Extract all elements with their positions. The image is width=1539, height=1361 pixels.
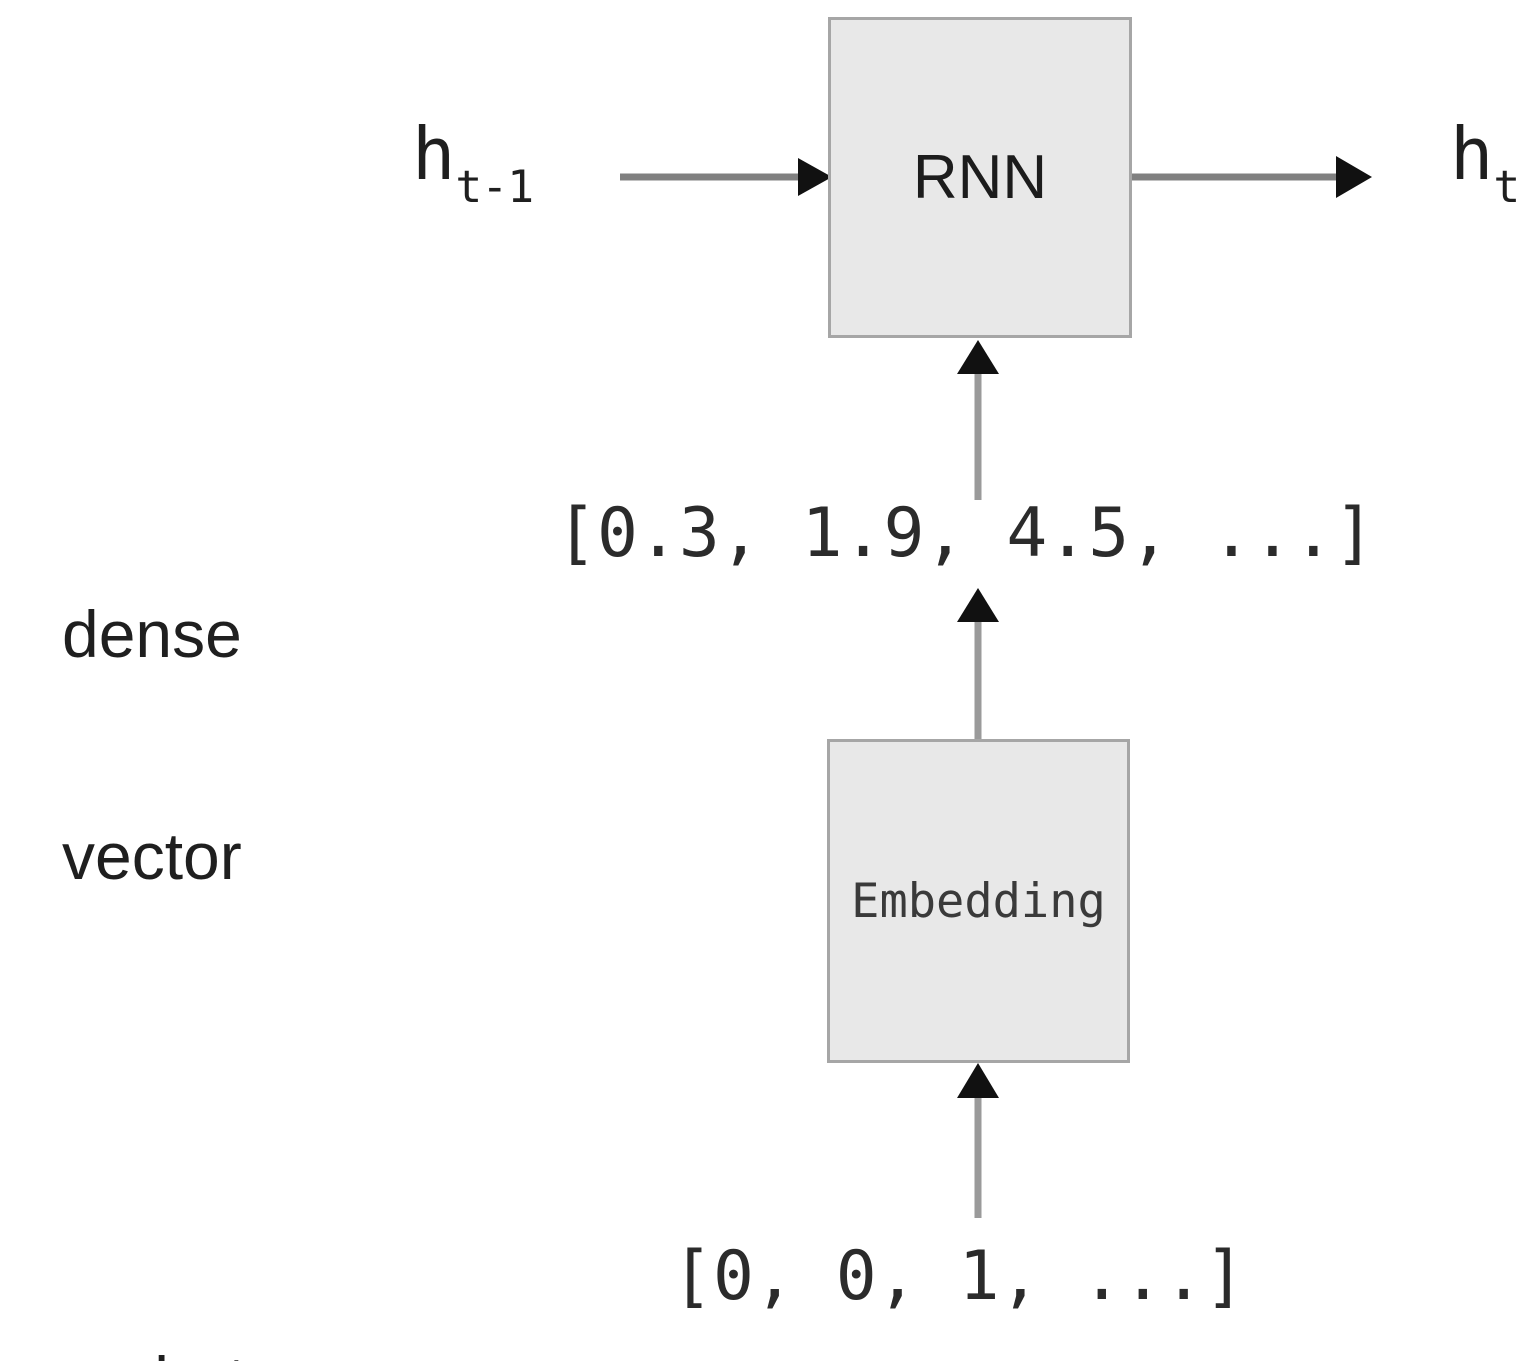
rnn-node[interactable]: RNN bbox=[828, 17, 1132, 338]
hidden-state-previous-base: h bbox=[412, 112, 456, 196]
hidden-state-current-base: h bbox=[1450, 112, 1494, 196]
arrow-h-prev-to-rnn bbox=[620, 158, 832, 196]
hidden-state-current-subscript: t bbox=[1493, 160, 1520, 213]
dense-vector-caption-line-2: vector bbox=[62, 818, 242, 893]
embedding-node-label: Embedding bbox=[851, 873, 1106, 929]
one-hot-vector-caption-line-1: one-hot bbox=[22, 1343, 246, 1361]
hidden-state-current-label: ht bbox=[1450, 118, 1520, 209]
one-hot-vector-caption: one-hot vector bbox=[22, 1196, 246, 1361]
arrow-dense-vector-to-rnn bbox=[957, 340, 999, 500]
dense-vector-value: [0.3, 1.9, 4.5, ...] bbox=[556, 494, 1375, 573]
rnn-node-label: RNN bbox=[912, 142, 1048, 212]
embedding-node[interactable]: Embedding bbox=[827, 739, 1130, 1063]
dense-vector-caption: dense vector bbox=[62, 450, 242, 1041]
hidden-state-previous-subscript: t-1 bbox=[455, 160, 534, 213]
arrow-embedding-to-dense-vector bbox=[957, 588, 999, 739]
arrow-one-hot-to-embedding bbox=[957, 1063, 999, 1218]
one-hot-vector-value: [0, 0, 1, ...] bbox=[672, 1237, 1246, 1316]
hidden-state-previous-label: ht-1 bbox=[412, 118, 534, 209]
dense-vector-caption-line-1: dense bbox=[62, 596, 242, 671]
arrow-rnn-to-h-curr bbox=[1132, 156, 1372, 198]
